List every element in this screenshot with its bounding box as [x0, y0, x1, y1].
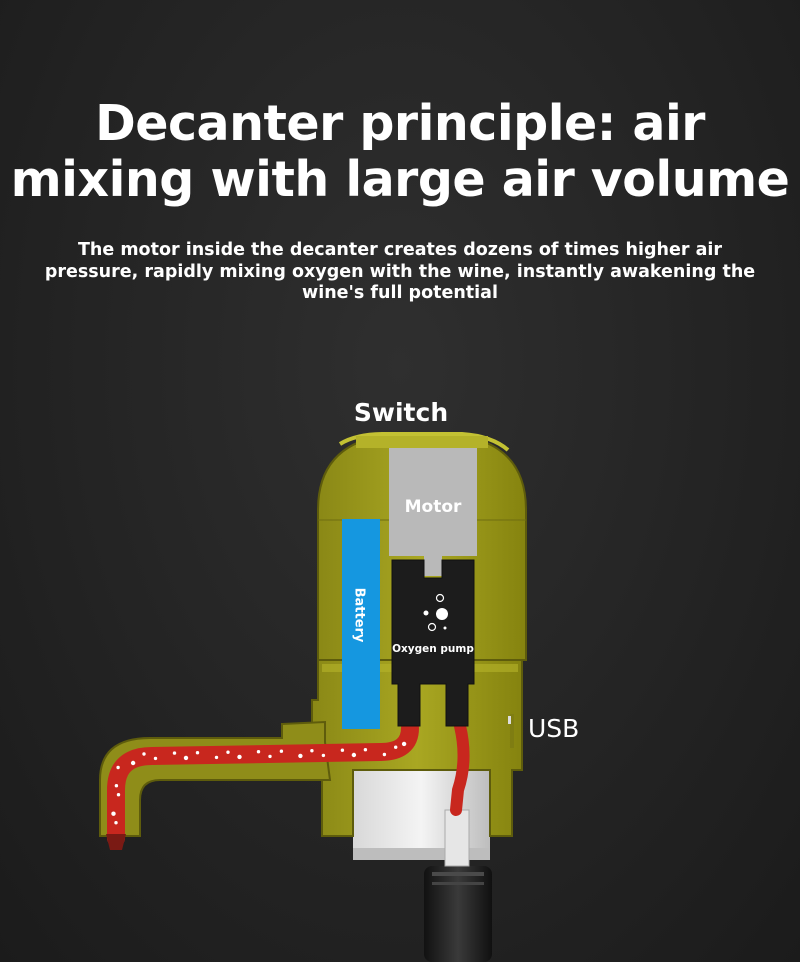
- bubble: [111, 811, 116, 816]
- wine-tube: [107, 719, 419, 847]
- usb-label: USB: [528, 714, 580, 743]
- metal-base: [353, 768, 490, 867]
- bubble: [116, 765, 120, 770]
- oxygen-pump-block: [391, 559, 475, 727]
- bubble: [114, 784, 119, 788]
- pump-feed-tube: [450, 720, 470, 816]
- bubble: [116, 793, 121, 797]
- bubble: [142, 752, 146, 756]
- bubble: [153, 756, 158, 761]
- oxygen-pump-label: Oxygen pump: [392, 643, 474, 655]
- bubble: [130, 760, 136, 766]
- bubble: [363, 748, 368, 752]
- switch-label: Switch: [353, 398, 449, 427]
- page-title: Decanter principle: air mixing with larg…: [10, 95, 790, 208]
- bubble: [237, 754, 242, 760]
- bubble: [268, 754, 272, 759]
- battery-label: Battery: [351, 587, 367, 643]
- bubble: [214, 755, 219, 760]
- bubble: [256, 750, 261, 754]
- battery-block: [342, 519, 380, 729]
- bubble: [172, 751, 177, 755]
- bubble: [394, 745, 398, 749]
- usb-port: [510, 714, 514, 748]
- bubble: [310, 749, 314, 753]
- bubble: [321, 753, 326, 758]
- bubble: [279, 749, 284, 753]
- motor-block: [389, 448, 477, 576]
- motor-label: Motor: [404, 497, 462, 517]
- bubble: [340, 748, 345, 752]
- air-bubbles: [111, 741, 407, 825]
- bubble: [298, 753, 303, 759]
- bubble: [382, 752, 387, 757]
- page-subtitle: The motor inside the decanter creates do…: [44, 240, 756, 303]
- bubble: [195, 751, 200, 755]
- suction-hose: [424, 866, 492, 962]
- bubble: [226, 750, 230, 754]
- bubble: [401, 741, 407, 747]
- bubble: [114, 821, 118, 825]
- bubble: [183, 755, 189, 761]
- spout-arm: [99, 720, 332, 837]
- bubble: [351, 752, 357, 758]
- outlet-drip: [106, 834, 126, 850]
